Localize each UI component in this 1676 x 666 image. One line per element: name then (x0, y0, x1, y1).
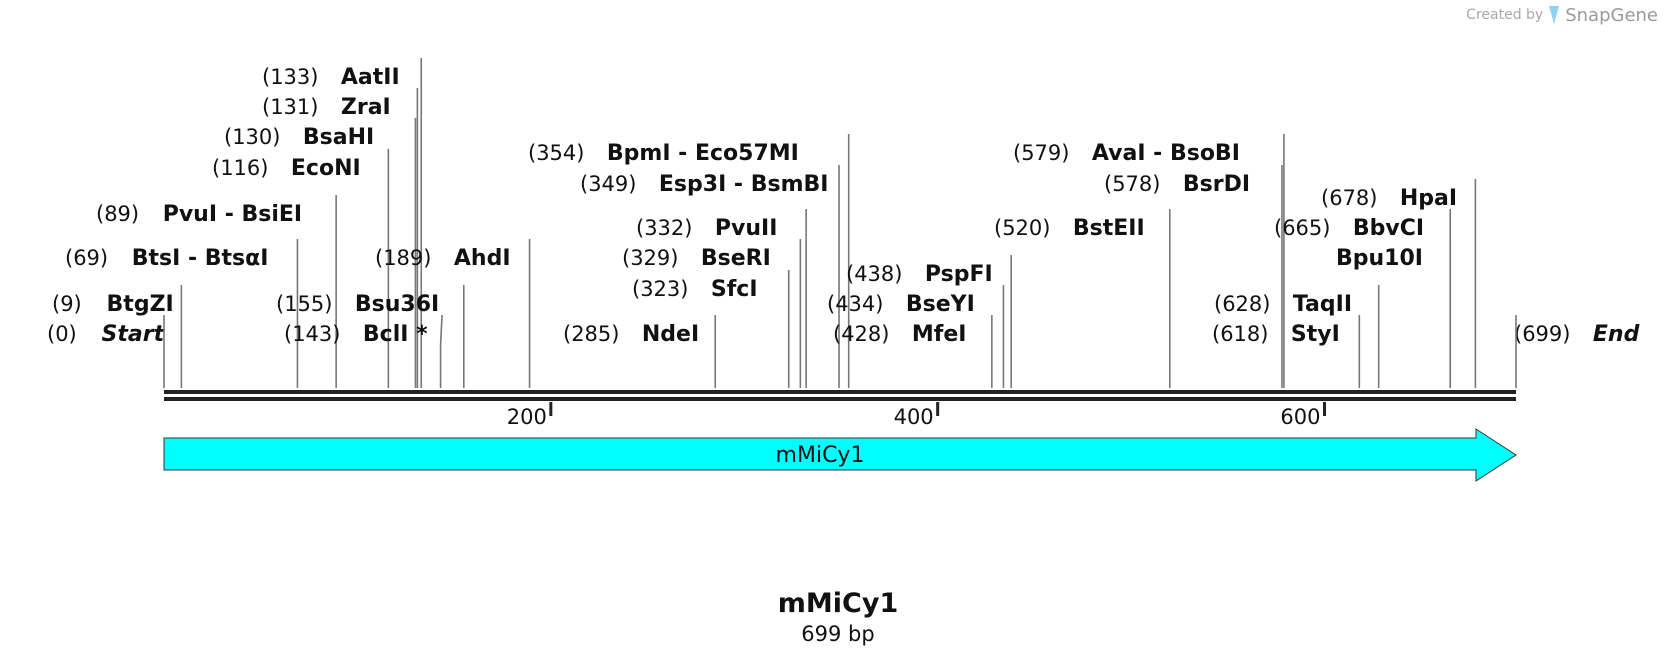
site-position-label: (618) (1212, 322, 1268, 346)
site-name-label: Bpu10I (1336, 246, 1423, 271)
site-position-label: (69) (65, 246, 108, 270)
site-name-label: AhdI (454, 246, 511, 271)
site-name-label: BtsI - BtsαI (132, 246, 269, 271)
ruler-tick-label: 400 (894, 405, 934, 429)
site-position-label: (332) (636, 216, 692, 240)
sequence-title: mMiCy1 (777, 588, 899, 619)
site-name-label: Start (102, 322, 166, 347)
site-name-label: BtgZI (107, 292, 174, 317)
ruler-tick (1323, 402, 1327, 416)
site-connector-line (439, 314, 443, 388)
ruler-tick-label: 600 (1280, 405, 1320, 429)
site-name-label: BseYI (906, 292, 975, 317)
site-position-label: (89) (96, 202, 139, 226)
site-name-label: StyI (1291, 322, 1340, 347)
site-name-label: AvaI - BsoBI (1092, 141, 1240, 166)
site-name-label: BbvCI (1353, 216, 1424, 241)
site-position-label: (579) (1013, 141, 1069, 165)
site-position-label: (131) (262, 95, 318, 119)
site-name-label: HpaI (1400, 186, 1457, 211)
site-name-label: BstEII (1073, 216, 1145, 241)
site-position-label: (354) (528, 141, 584, 165)
site-position-label: (678) (1321, 186, 1377, 210)
site-position-label: (520) (994, 216, 1050, 240)
site-position-label: (349) (580, 172, 636, 196)
ruler-tick (549, 402, 553, 416)
site-name-label: BsrDI (1183, 172, 1250, 197)
site-position-label: (665) (1274, 216, 1330, 240)
site-name-label: BsaHI (303, 125, 374, 150)
site-position-label: (130) (224, 125, 280, 149)
site-name-label: PvuI - BsiEI (163, 202, 302, 227)
site-name-label: NdeI (642, 322, 699, 347)
site-name-label: PvuII (715, 216, 778, 241)
site-position-label: (189) (375, 246, 431, 270)
site-name-label: AatII (341, 65, 400, 90)
site-position-label: (155) (276, 292, 332, 316)
snapgene-logo-icon (1549, 6, 1560, 24)
credit-prefix: Created by (1466, 7, 1544, 23)
backbone-line-top (164, 390, 1516, 394)
site-position-label: (428) (833, 322, 889, 346)
site-position-label: (133) (262, 65, 318, 89)
site-name-label: End (1593, 322, 1640, 347)
site-position-label: (143) (284, 322, 340, 346)
site-position-label: (329) (622, 246, 678, 270)
feature-arrow (163, 428, 1517, 482)
site-name-label: ZraI (341, 95, 391, 120)
site-name-label: TaqII (1293, 292, 1352, 317)
site-position-label: (699) (1514, 322, 1570, 346)
site-position-label: (438) (846, 262, 902, 286)
ruler-tick (936, 402, 940, 416)
site-position-label: (434) (827, 292, 883, 316)
site-name-label: SfcI (711, 277, 758, 302)
feature-label: mMiCy1 (776, 443, 865, 468)
site-position-label: (578) (1104, 172, 1160, 196)
site-name-label: PspFI (925, 262, 993, 287)
site-position-label: (116) (212, 156, 268, 180)
site-name-label: EcoNI (291, 156, 361, 181)
credit-brand: SnapGene (1565, 4, 1658, 26)
site-name-label: BpmI - Eco57MI (607, 141, 799, 166)
site-name-label: Bsu36I (355, 292, 439, 317)
site-position-label: (9) (52, 292, 82, 316)
site-position-label: (628) (1214, 292, 1270, 316)
ruler-tick-label: 200 (507, 405, 547, 429)
site-name-label: BclI * (363, 322, 428, 347)
site-name-label: MfeI (912, 322, 967, 347)
site-position-label: (323) (632, 277, 688, 301)
sequence-length: 699 bp (801, 622, 875, 646)
site-position-label: (0) (47, 322, 77, 346)
site-name-label: Esp3I - BsmBI (659, 172, 829, 197)
credit: Created by SnapGene (1466, 4, 1658, 26)
site-name-label: BseRI (701, 246, 771, 271)
site-position-label: (285) (563, 322, 619, 346)
backbone-line-bottom (164, 397, 1516, 401)
